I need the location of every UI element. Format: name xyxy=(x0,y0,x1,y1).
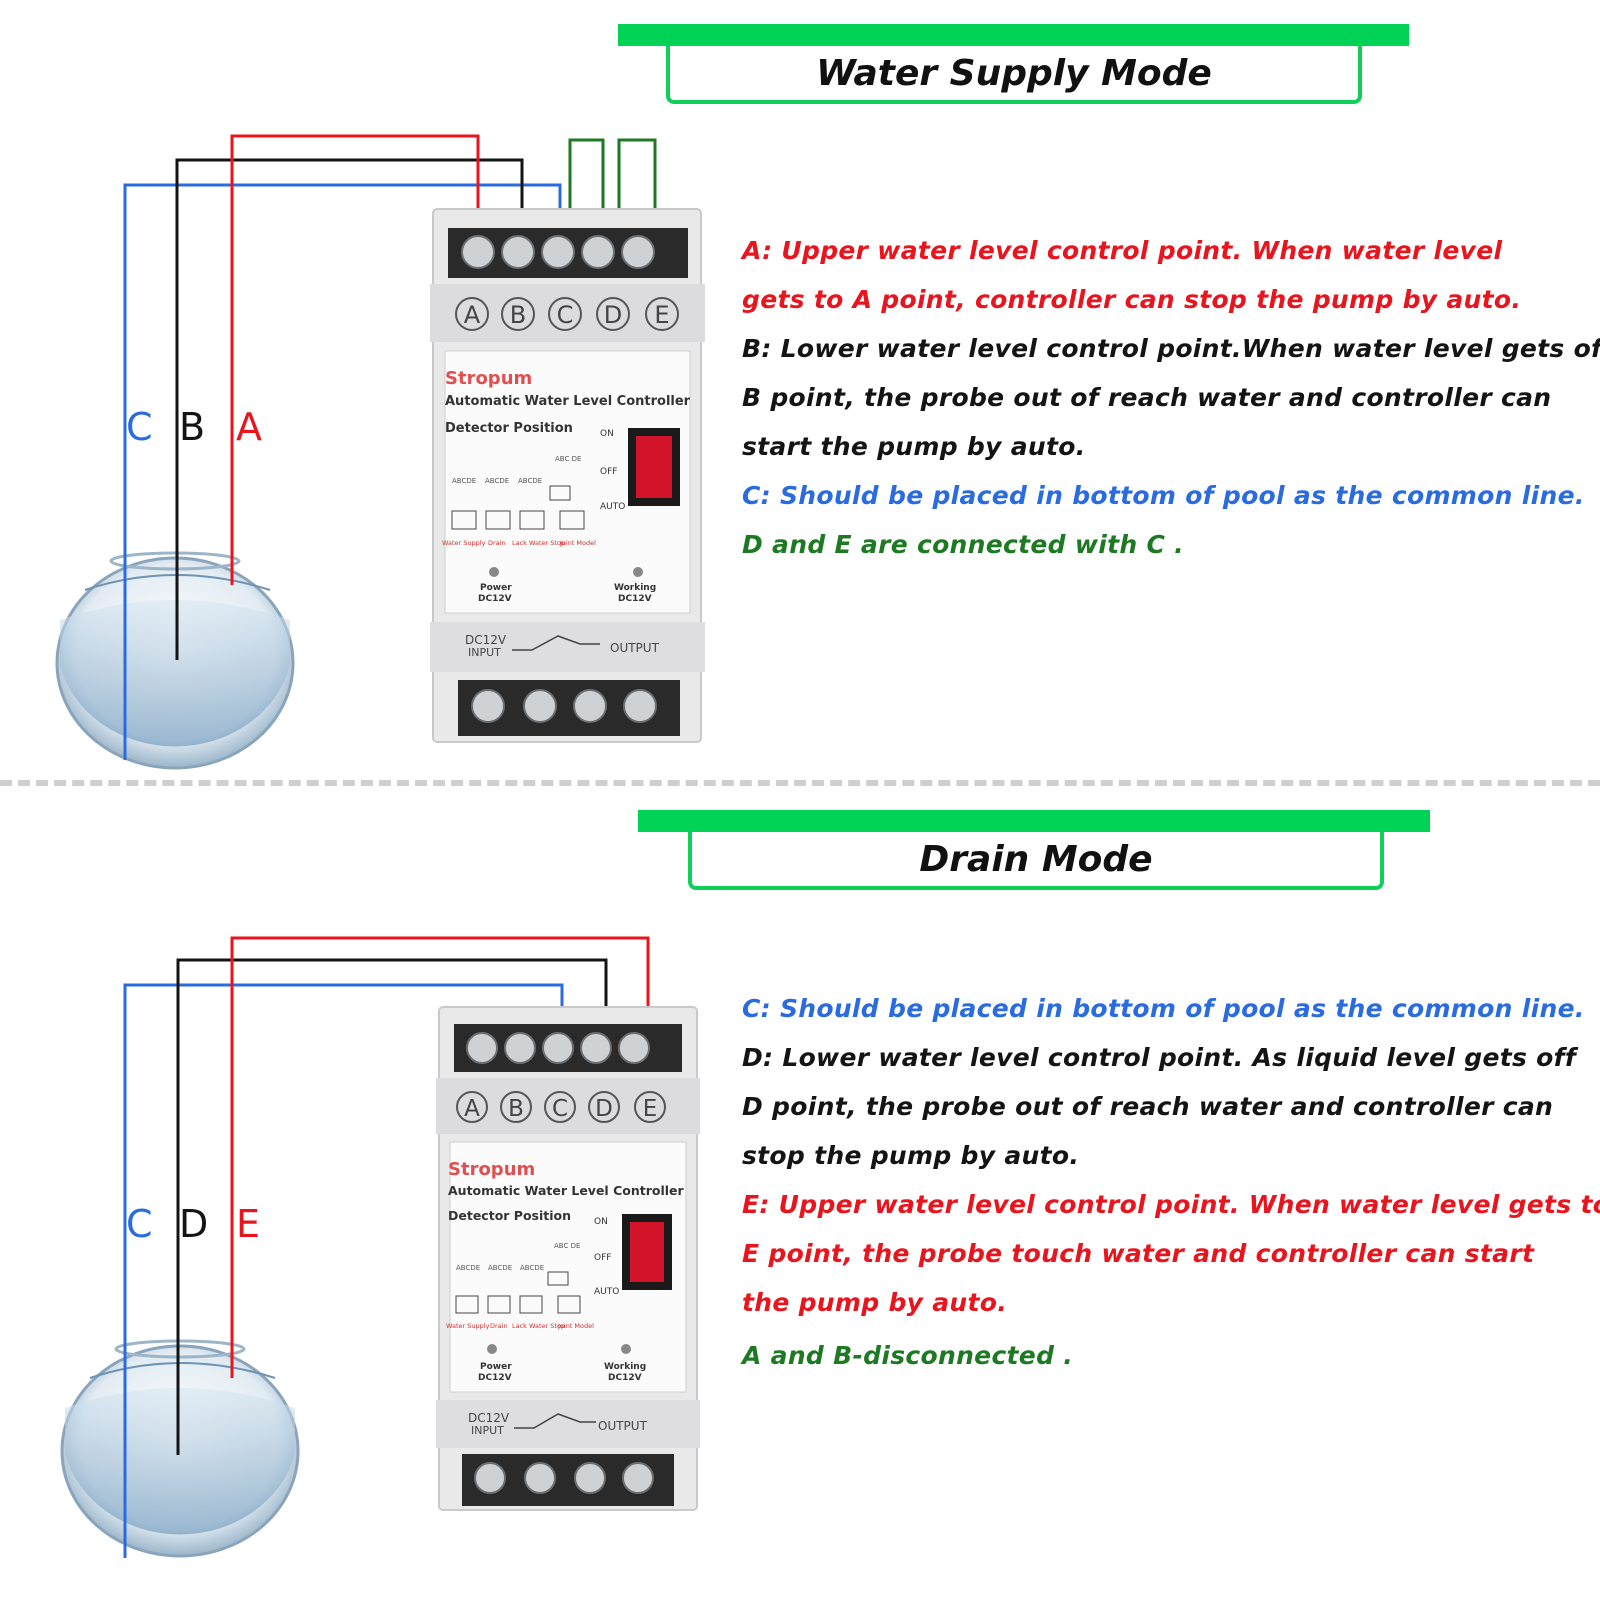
drain-line-2: D: Lower water level control point. As l… xyxy=(742,1043,1577,1072)
supply-jumper-de xyxy=(617,138,657,232)
drain-auto: AUTO xyxy=(594,1287,619,1297)
supply-title: Water Supply Mode xyxy=(666,46,1362,104)
drain-dh4: ABC DE xyxy=(554,1242,580,1250)
drain-brand: Stropum xyxy=(448,1159,535,1180)
supply-dh1: ABCDE xyxy=(452,477,476,485)
drain-term-e: E xyxy=(643,1096,658,1122)
drain-output: OUTPUT xyxy=(598,1419,648,1433)
drain-water-bowl xyxy=(60,1339,300,1558)
supply-on: ON xyxy=(600,429,614,439)
drain-off: OFF xyxy=(594,1253,611,1263)
supply-label-c: C xyxy=(126,405,153,449)
supply-label-a: A xyxy=(236,405,262,449)
drain-bottom-screws xyxy=(474,1462,654,1494)
supply-line-5: start the pump by auto. xyxy=(742,432,1086,461)
drain-dh3: ABCDE xyxy=(520,1264,544,1272)
supply-term-e: E xyxy=(654,301,669,329)
drain-detector: Detector Position xyxy=(448,1208,571,1223)
drain-dh2: ABCDE xyxy=(488,1264,512,1272)
drain-mode2: Drain xyxy=(490,1322,508,1330)
supply-wiring xyxy=(55,134,657,770)
supply-line-6: C: Should be placed in bottom of pool as… xyxy=(742,481,1585,510)
drain-title: Drain Mode xyxy=(688,832,1384,890)
drain-banner-bar xyxy=(638,810,1430,832)
supply-term-c: C xyxy=(557,301,574,329)
drain-term-a: A xyxy=(464,1096,480,1122)
supply-dh4: ABC DE xyxy=(555,455,581,463)
supply-mode4: Joint Model xyxy=(559,539,596,547)
drain-power: Power xyxy=(480,1362,512,1372)
drain-working-v: DC12V xyxy=(608,1373,642,1383)
drain-controller-body: A B C D E Stropum Automatic Water Level … xyxy=(436,1006,700,1511)
drain-mode3: Lack Water Stop xyxy=(512,1322,565,1330)
supply-term-d: D xyxy=(604,301,622,329)
supply-brand: Stropum xyxy=(445,368,532,389)
drain-mode1: Water Supply xyxy=(446,1322,490,1330)
drain-power-v: DC12V xyxy=(478,1373,512,1383)
supply-line-1: A: Upper water level control point. When… xyxy=(742,236,1503,265)
drain-working: Working xyxy=(604,1362,646,1372)
supply-term-b: B xyxy=(510,301,526,329)
drain-term-b: B xyxy=(508,1096,524,1122)
supply-output: OUTPUT xyxy=(610,641,660,655)
drain-mode4: Joint Model xyxy=(557,1322,594,1330)
supply-model: Automatic Water Level Controller xyxy=(445,394,691,409)
supply-line-7: D and E are connected with C . xyxy=(742,530,1184,559)
supply-working-v: DC12V xyxy=(618,594,652,604)
supply-mode1: Water Supply xyxy=(442,539,486,547)
drain-on: ON xyxy=(594,1217,608,1227)
supply-power-v: DC12V xyxy=(478,594,512,604)
drain-wire-d xyxy=(176,958,608,1455)
supply-mode2: Drain xyxy=(488,539,506,547)
supply-water-bowl xyxy=(55,551,295,770)
supply-dh2: ABCDE xyxy=(485,477,509,485)
supply-label-b: B xyxy=(179,405,206,449)
supply-controller: A B C D E Stropum Automatic Water Level … xyxy=(430,206,705,746)
drain-line-7: the pump by auto. xyxy=(742,1288,1008,1317)
supply-off: OFF xyxy=(600,467,617,477)
drain-model: Automatic Water Level Controller xyxy=(448,1183,685,1198)
drain-dh1: ABCDE xyxy=(456,1264,480,1272)
supply-line-4: B point, the probe out of reach water an… xyxy=(742,383,1552,412)
drain-line-3: D point, the probe out of reach water an… xyxy=(742,1092,1554,1121)
mode-divider xyxy=(0,780,1600,786)
drain-line-6: E point, the probe touch water and contr… xyxy=(742,1239,1535,1268)
drain-top-screws xyxy=(466,1032,650,1064)
drain-label-e: E xyxy=(236,1202,261,1246)
drain-term-c: C xyxy=(552,1096,568,1122)
supply-jumper-cd xyxy=(568,138,605,232)
supply-term-a: A xyxy=(464,301,481,329)
drain-line-1: C: Should be placed in bottom of pool as… xyxy=(742,994,1585,1023)
supply-power: Power xyxy=(480,583,512,593)
supply-mode3: Lack Water Stop xyxy=(512,539,565,547)
drain-input-v: DC12V xyxy=(468,1411,510,1425)
drain-input: INPUT xyxy=(471,1424,504,1437)
supply-auto: AUTO xyxy=(600,502,625,512)
drain-wire-e xyxy=(230,936,650,1378)
supply-detector: Detector Position xyxy=(445,421,573,436)
supply-dh3: ABCDE xyxy=(518,477,542,485)
drain-terminal-letters: A B C D E xyxy=(456,1091,666,1123)
supply-input-v: DC12V xyxy=(465,633,507,647)
supply-banner-bar xyxy=(618,24,1409,46)
drain-label-d: D xyxy=(179,1202,209,1246)
supply-input: INPUT xyxy=(468,646,501,659)
supply-terminal-letters: A B C D E xyxy=(455,297,679,331)
supply-line-2: gets to A point, controller can stop the… xyxy=(742,285,1522,314)
supply-controller-body: A B C D E Stropum Automatic Water Level … xyxy=(430,208,705,743)
drain-line-4: stop the pump by auto. xyxy=(742,1141,1080,1170)
drain-term-d: D xyxy=(595,1096,613,1122)
drain-line-5: E: Upper water level control point. When… xyxy=(742,1190,1600,1219)
supply-wire-b xyxy=(175,158,524,660)
drain-line-8: A and B-disconnected . xyxy=(742,1341,1074,1370)
supply-bottom-screws xyxy=(471,689,657,723)
supply-top-screws xyxy=(461,235,655,269)
supply-line-3: B: Lower water level control point.When … xyxy=(742,334,1600,363)
drain-controller: A B C D E Stropum Automatic Water Level … xyxy=(436,1004,700,1514)
drain-label-c: C xyxy=(126,1202,153,1246)
supply-working: Working xyxy=(614,583,656,593)
supply-wire-a xyxy=(230,134,480,585)
